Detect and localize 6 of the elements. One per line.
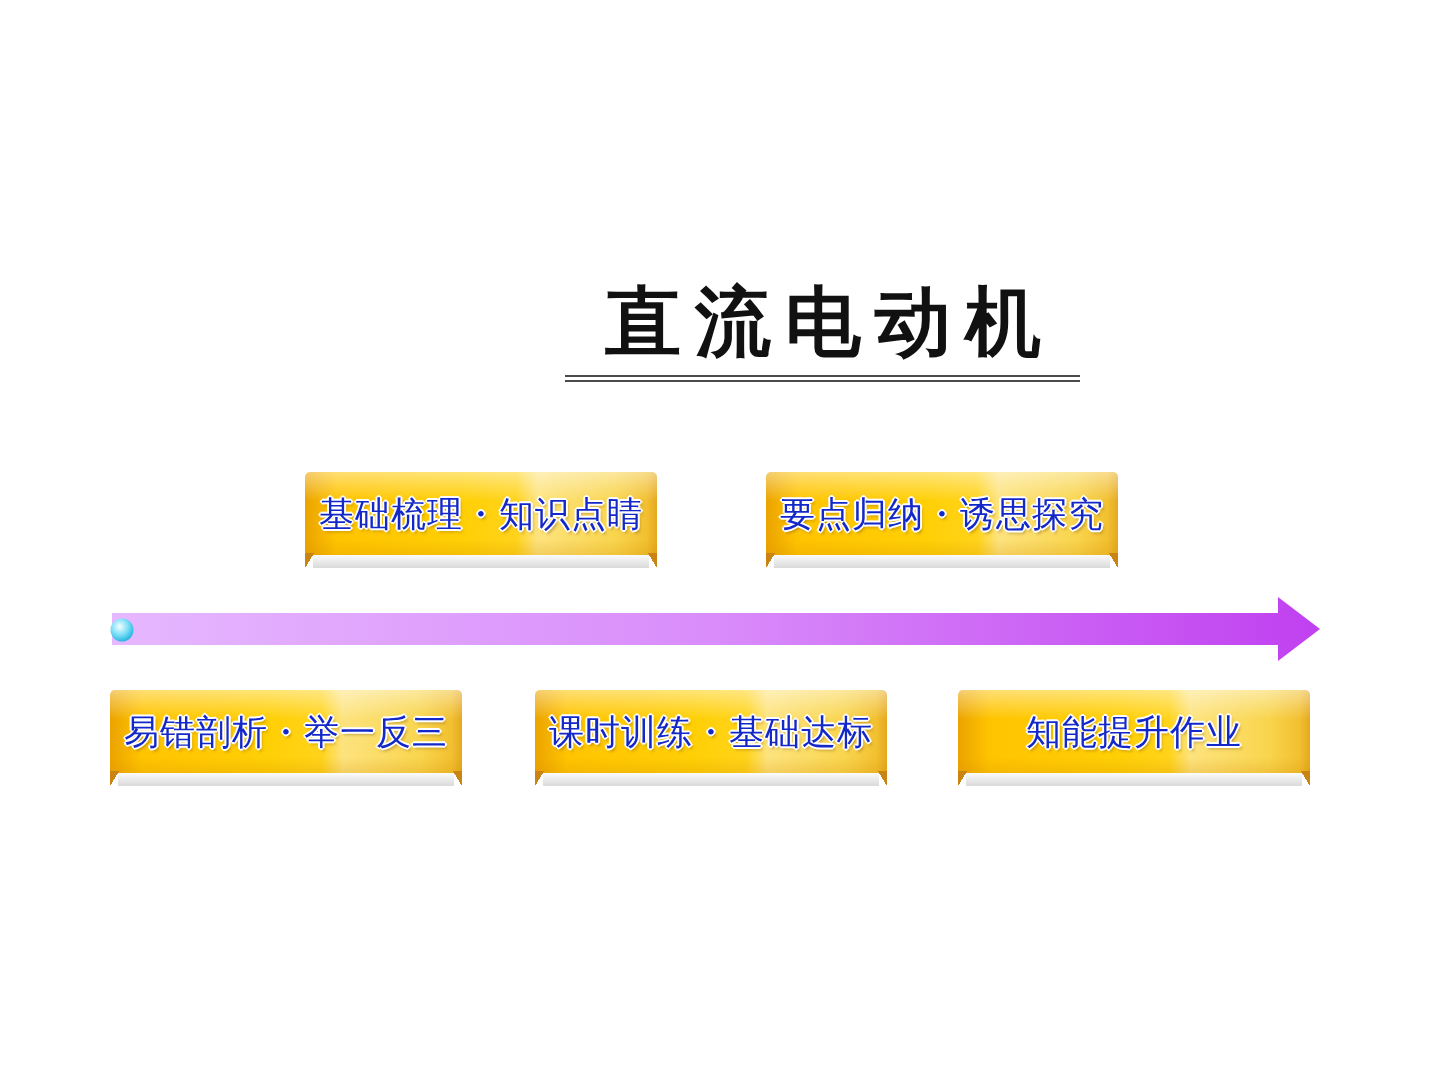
title: 直流电动机	[603, 276, 1056, 368]
banner: 要点归纳・诱思探究	[766, 472, 1118, 568]
banner: 课时训练・基础达标	[535, 690, 887, 786]
banner: 基础梳理・知识点睛	[305, 472, 657, 568]
banner: 知能提升作业	[958, 690, 1310, 786]
banner: 易错剖析・举一反三	[110, 690, 462, 786]
